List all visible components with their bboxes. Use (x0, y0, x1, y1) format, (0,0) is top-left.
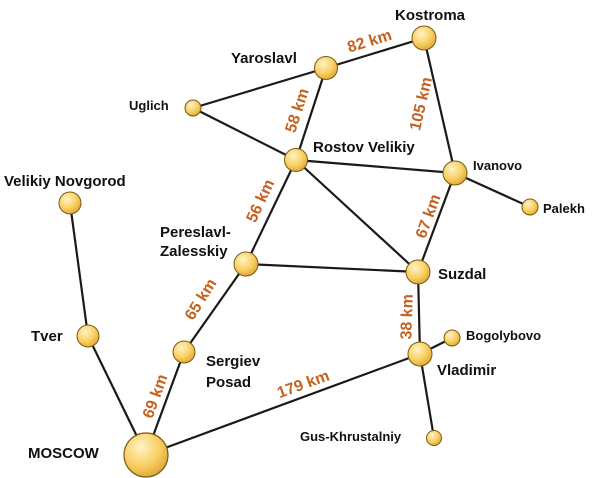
city-nodes (58, 25, 539, 478)
city-label-uglich: Uglich (129, 98, 169, 113)
city-node-rostov (284, 148, 308, 172)
city-label-sergiev-line1: Sergiev (206, 353, 261, 370)
route-yaroslavl-kostroma (324, 36, 426, 70)
route-ivanovo-palekh (453, 171, 532, 209)
city-label-bogolybovo: Bogolybovo (466, 328, 541, 343)
city-label-velikiy-novgorod: Velikiy Novgorod (4, 173, 126, 190)
distance-suzdal-vladimir: 38 km (398, 294, 417, 340)
city-node-palekh (521, 198, 539, 216)
distance-kostroma-ivanovo: 105 km (407, 76, 436, 133)
route-ivanovo-suzdal (416, 171, 457, 274)
city-label-rostov: Rostov Velikiy (313, 139, 415, 156)
city-node-ivanovo (442, 160, 468, 186)
route-novgorod-tver (68, 201, 90, 338)
route-yaroslavl-rostov (294, 66, 328, 162)
route-kostroma-ivanovo (422, 36, 457, 175)
city-node-velikiy-novgorod (58, 191, 82, 215)
route-uglich-rostov (191, 106, 298, 162)
city-label-yaroslavl: Yaroslavl (231, 50, 297, 67)
city-node-gus-khrustalniy (426, 430, 442, 446)
city-node-moscow (123, 432, 169, 478)
city-label-suzdal: Suzdal (438, 266, 486, 283)
city-node-vladimir (407, 341, 433, 367)
route-rostov-pereslavl (244, 158, 298, 266)
distance-yaroslavl-rostov: 58 km (283, 86, 313, 134)
city-node-bogolybovo (443, 329, 461, 347)
distance-rostov-pereslavl: 56 km (244, 177, 279, 225)
route-moscow-vladimir (144, 352, 422, 457)
route-rostov-ivanovo (294, 158, 457, 175)
route-uglich-yaroslavl (191, 66, 328, 110)
route-suzdal-vladimir (416, 270, 422, 356)
city-node-sergiev-posad (172, 340, 196, 364)
city-label-tver: Tver (31, 328, 63, 345)
city-label-gus-khrustalniy: Gus-Khrustalniy (300, 429, 402, 444)
city-label-moscow: MOSCOW (28, 445, 100, 462)
city-label-ivanovo: Ivanovo (473, 158, 522, 173)
route-vladimir-gus (418, 352, 436, 440)
city-node-suzdal (405, 259, 431, 285)
city-label-pereslavl-line1: Pereslavl- (160, 224, 231, 241)
city-node-yaroslavl (314, 56, 338, 80)
route-pereslavl-sergiev (182, 262, 248, 354)
distance-yaroslavl-kostroma: 82 km (346, 27, 394, 57)
city-labels: Kostroma Yaroslavl Uglich Rostov Velikiy… (4, 7, 585, 462)
distance-pereslavl-sergiev: 65 km (182, 276, 220, 323)
city-label-sergiev-line2: Posad (206, 374, 251, 391)
city-label-vladimir: Vladimir (437, 362, 496, 379)
city-label-pereslavl-line2: Zalesskiy (160, 243, 228, 260)
route-pereslavl-suzdal (244, 262, 420, 274)
city-node-pereslavl (233, 251, 259, 277)
city-label-kostroma: Kostroma (395, 7, 466, 24)
city-label-palekh: Palekh (543, 201, 585, 216)
city-node-uglich (184, 99, 202, 117)
city-node-tver (76, 324, 100, 348)
city-node-kostroma (411, 25, 437, 51)
route-rostov-suzdal (294, 158, 420, 274)
